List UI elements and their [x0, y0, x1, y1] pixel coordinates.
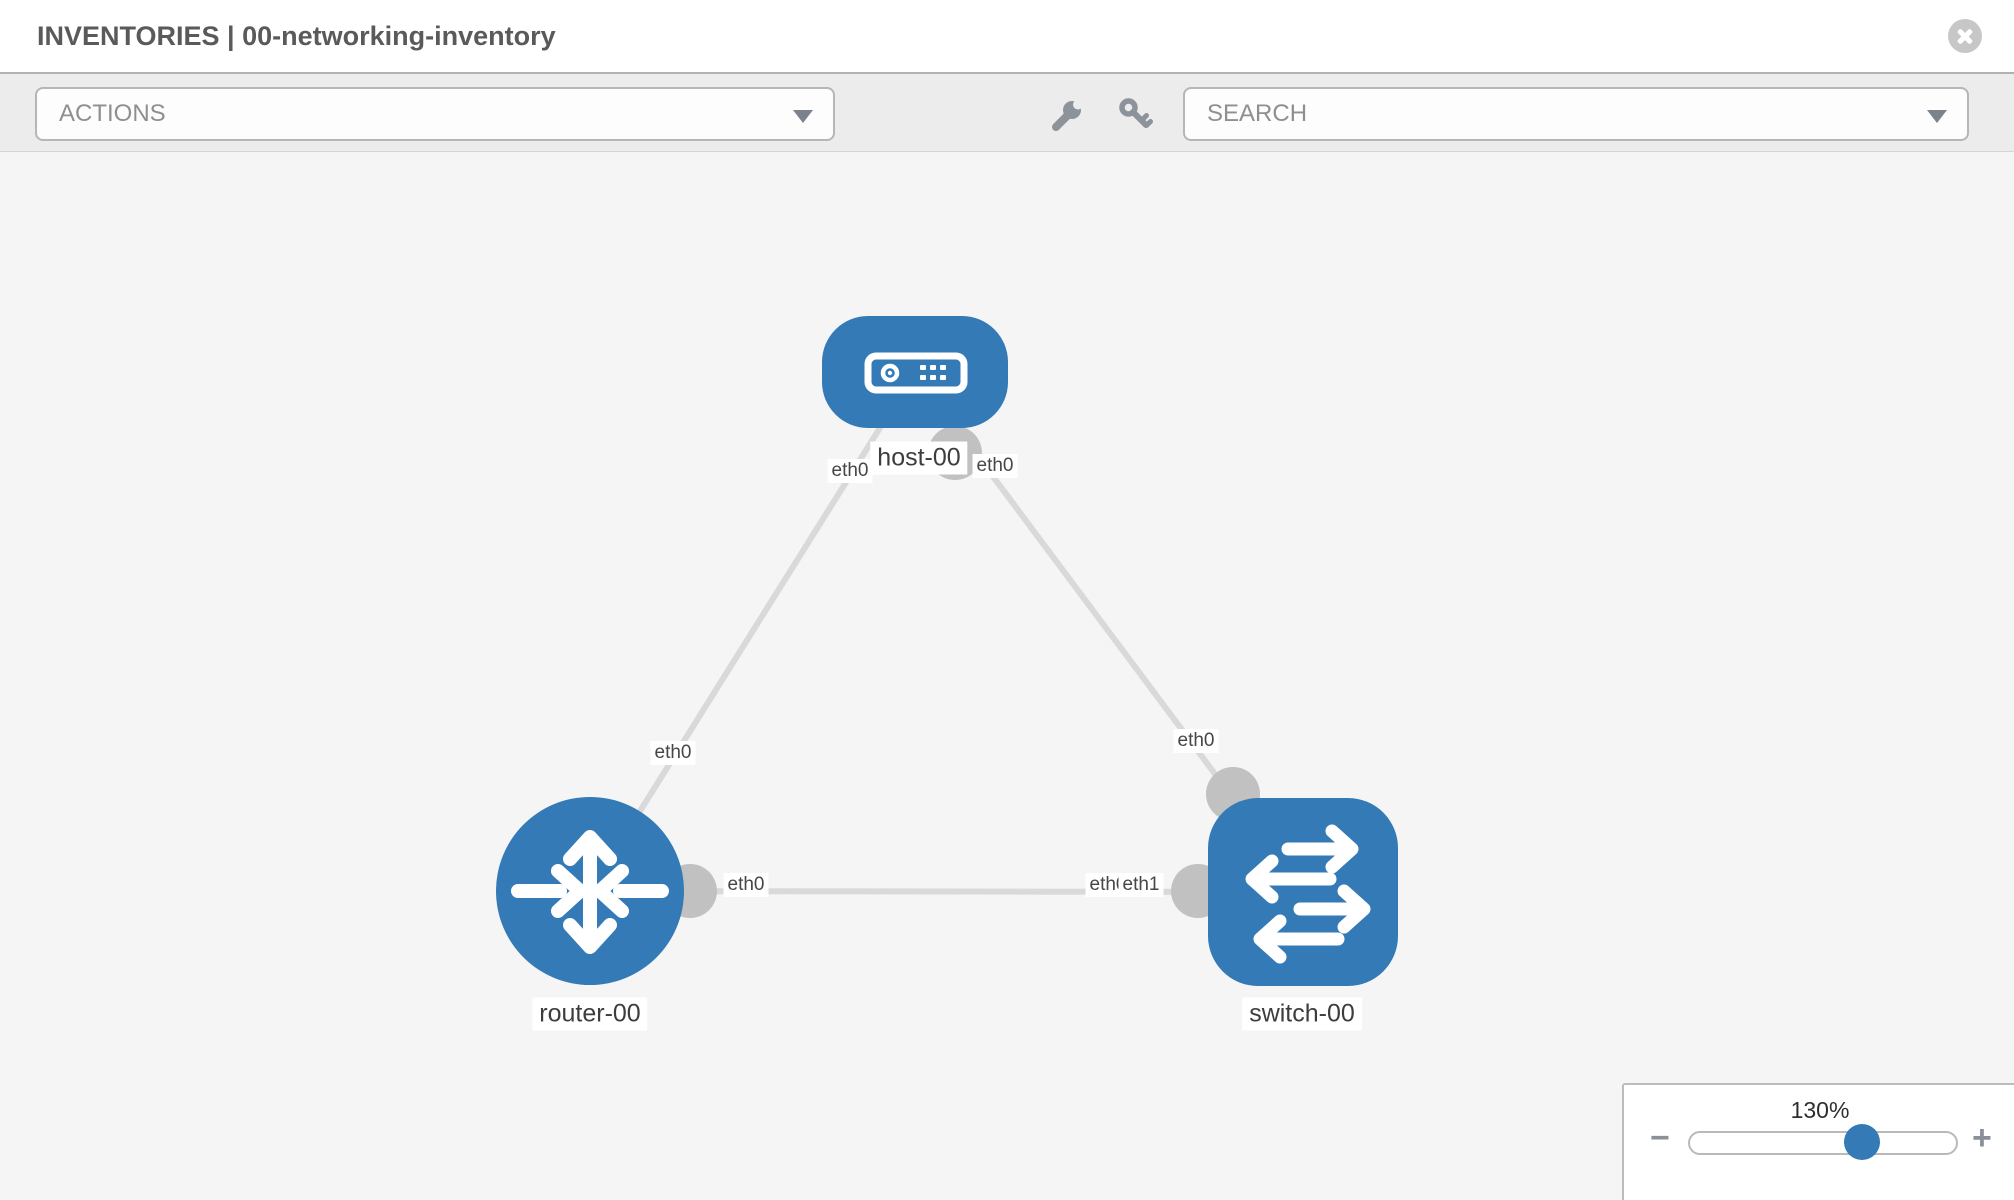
- iface-label-switch-eth1-left: eth1: [1118, 873, 1164, 897]
- iface-label-host-eth0-right: eth0: [972, 454, 1018, 478]
- node-host-00[interactable]: [822, 316, 1008, 428]
- search-dropdown[interactable]: [1183, 87, 1969, 141]
- interface-points: [663, 426, 1260, 918]
- node-label-host: host-00: [870, 441, 968, 475]
- actions-dropdown[interactable]: ACTIONS: [35, 87, 835, 141]
- iface-label-host-eth0-left: eth0: [827, 459, 873, 483]
- zoom-out-button[interactable]: −: [1650, 1119, 1670, 1157]
- switch-arrows-icon: [1245, 824, 1371, 964]
- zoom-slider-track[interactable]: [1688, 1124, 1958, 1160]
- iface-label-switch-eth0-top: eth0: [1173, 729, 1219, 753]
- wrench-icon[interactable]: [1049, 96, 1085, 132]
- node-label-switch: switch-00: [1242, 997, 1362, 1031]
- router-arrows-icon: [511, 830, 669, 954]
- zoom-panel: 130% − +: [1622, 1083, 2014, 1200]
- key-icon[interactable]: [1117, 96, 1153, 132]
- node-router-00[interactable]: [496, 797, 684, 985]
- zoom-slider-thumb[interactable]: [1843, 1124, 1880, 1160]
- iface-label-router-eth0-right: eth0: [723, 873, 769, 897]
- toolbar: ACTIONS: [0, 74, 2014, 152]
- zoom-level-value: 130%: [1790, 1097, 1850, 1123]
- search-input[interactable]: [1185, 89, 1905, 139]
- iface-label-router-eth0-top: eth0: [650, 741, 696, 765]
- actions-dropdown-label: ACTIONS: [59, 100, 166, 127]
- header-bar: INVENTORIES | 00-networking-inventory: [0, 0, 2014, 74]
- node-switch-00[interactable]: [1208, 798, 1398, 986]
- topology-canvas[interactable]: host-00 router-00 switch-00 eth0 eth0 et…: [0, 153, 2014, 1200]
- caret-down-icon: [793, 110, 813, 123]
- zoom-in-button[interactable]: +: [1972, 1119, 1992, 1157]
- caret-down-icon: [1927, 110, 1947, 123]
- server-icon: [864, 352, 968, 394]
- close-icon[interactable]: [1948, 19, 1982, 53]
- node-label-router: router-00: [532, 997, 648, 1031]
- page-title: INVENTORIES | 00-networking-inventory: [37, 21, 556, 51]
- link-host-router: [587, 370, 918, 893]
